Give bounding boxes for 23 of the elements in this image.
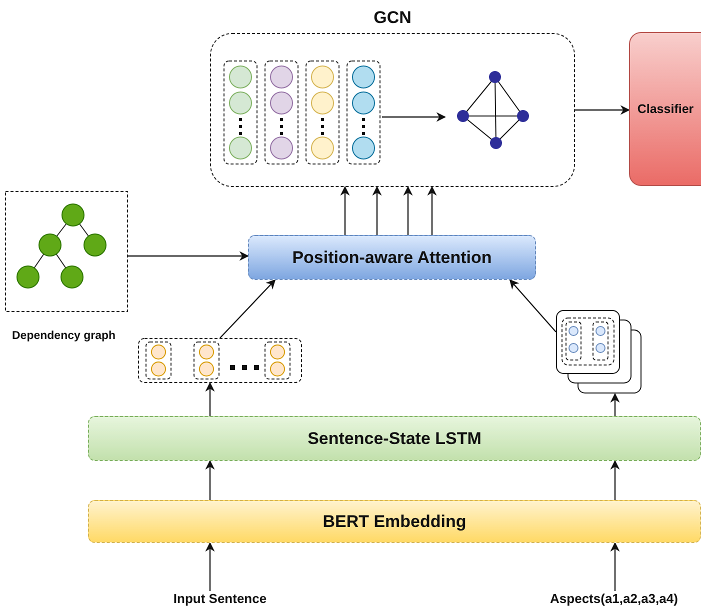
- arrow: [220, 279, 276, 338]
- arrow: [509, 279, 556, 332]
- arrow: [205, 542, 215, 591]
- process-label: BERT Embedding: [322, 512, 466, 532]
- process-label: Position-aware Attention: [292, 248, 492, 268]
- input-label: Input Sentence: [172, 591, 268, 606]
- arrow: [372, 186, 382, 235]
- process-label: Classifier: [637, 102, 694, 116]
- node-label: Dependency graph: [12, 330, 116, 342]
- arrow: [205, 382, 215, 416]
- arrow: [205, 460, 215, 500]
- arrow: [427, 186, 437, 235]
- arrow: [340, 186, 350, 235]
- arrow: [610, 542, 620, 591]
- process-label: Sentence-State LSTM: [308, 428, 482, 448]
- arrow: [610, 393, 620, 416]
- group-title: GCN: [372, 8, 412, 28]
- arrow: [382, 112, 446, 122]
- arrow: [403, 186, 413, 235]
- arrow: [575, 105, 630, 115]
- arrow: [610, 460, 620, 500]
- arrow: [128, 251, 249, 261]
- input-label: Aspects(a1,a2,a3,a4): [549, 591, 679, 606]
